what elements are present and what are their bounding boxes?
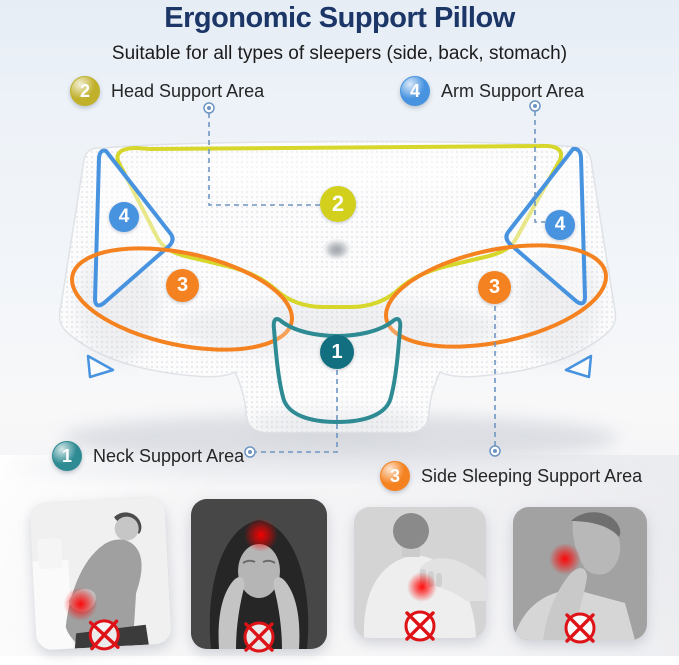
pillow-dimple <box>321 237 353 261</box>
legend-side-sleeping-support: 3 Side Sleeping Support Area <box>380 461 642 491</box>
photo-neck-pain <box>513 507 647 644</box>
pillow-marker-side-left: 3 <box>166 269 199 302</box>
connector-lines <box>208 111 545 453</box>
arm-support-label: Arm Support Area <box>441 80 585 101</box>
pillow-marker-arm-left: 4 <box>109 202 139 232</box>
page-subtitle: Suitable for all types of sleepers (side… <box>111 43 568 64</box>
head-number-badge: 2 <box>70 76 100 106</box>
shoulder-pain-image <box>354 507 486 638</box>
pillow-diagram <box>10 100 670 477</box>
legend-arm-support: 4 Arm Support Area <box>400 76 584 106</box>
legend-head-support: 2 Head Support Area <box>70 76 264 106</box>
crossed-out-circle-icon <box>237 615 281 659</box>
legend-neck-support: 1 Neck Support Area <box>52 441 244 471</box>
neck-support-label: Neck Support Area <box>93 445 245 466</box>
side-support-outline-right <box>384 243 608 349</box>
pillow-marker-side-right: 3 <box>478 271 511 304</box>
header: Ergonomic Support Pillow Suitable for al… <box>0 0 679 65</box>
side-sleeping-support-label: Side Sleeping Support Area <box>421 465 643 486</box>
crossed-out-circle-icon <box>81 612 127 658</box>
pillow-marker-arm-right: 4 <box>545 210 575 240</box>
page-title: Ergonomic Support Pillow <box>164 2 515 34</box>
pillow-marker-neck: 1 <box>320 335 354 369</box>
neck-number-badge: 1 <box>52 441 82 471</box>
pillow-marker-head: 2 <box>320 186 356 222</box>
head-support-label: Head Support Area <box>111 80 265 101</box>
sheet-wrinkle <box>10 459 670 477</box>
small-triangle-left <box>86 354 115 379</box>
photo-headache <box>191 499 327 653</box>
photo-shoulder-pain <box>354 507 486 642</box>
crossed-out-circle-icon <box>398 604 442 648</box>
side-support-outline-left <box>70 246 294 352</box>
connector-dots <box>203 100 541 458</box>
crossed-out-circle-icon <box>558 606 602 650</box>
photo-back-pain <box>29 496 172 651</box>
side-number-badge: 3 <box>380 461 410 491</box>
back-pain-image <box>29 496 172 651</box>
small-triangle-right <box>564 354 593 379</box>
arm-number-badge: 4 <box>400 76 430 106</box>
head-support-outline <box>115 143 563 309</box>
